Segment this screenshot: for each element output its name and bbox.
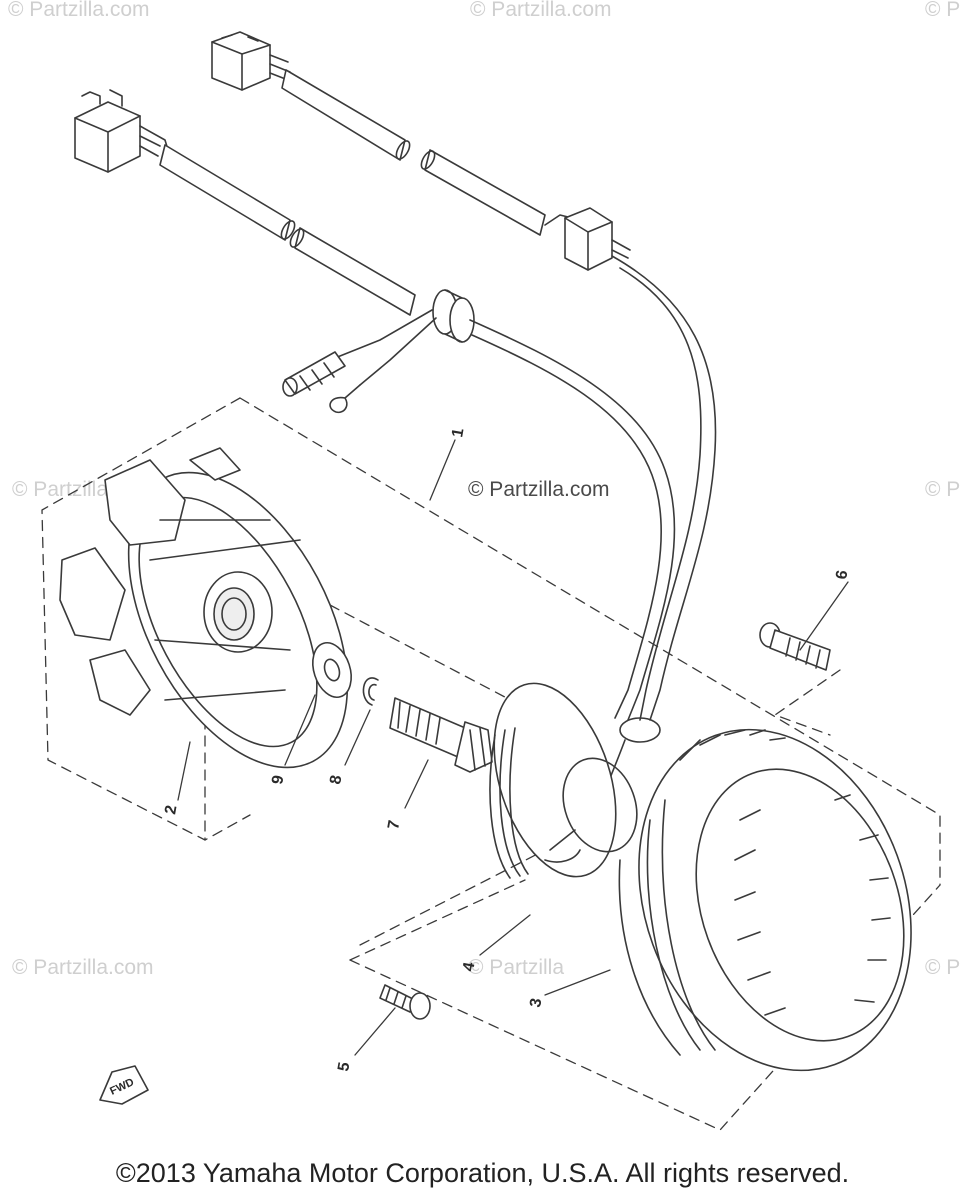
watermark-bottom-center: © Partzilla: [468, 956, 564, 979]
watermark-bottom-left: © Partzilla.com: [12, 956, 154, 979]
callout-6: 6: [833, 569, 851, 581]
callout-9: 9: [269, 774, 287, 786]
wire-harness: [74, 31, 717, 831]
watermark-top-right: © P: [925, 0, 961, 21]
watermark-mid-right: © P: [925, 478, 961, 501]
middle-connector: [544, 207, 631, 271]
leader-lines: [177, 439, 849, 1056]
callout-4: 4: [460, 961, 478, 973]
callout-3: 3: [527, 997, 545, 1009]
callout-2: 2: [162, 804, 180, 816]
washer: [312, 641, 352, 699]
upper-connector: [211, 31, 291, 91]
watermark-top-center: © Partzilla.com: [470, 0, 612, 21]
bullet-terminal: [282, 351, 346, 397]
flywheel-bolt: [389, 697, 493, 773]
callout-7: 7: [385, 819, 403, 831]
grommet: [432, 289, 475, 343]
callout-1: 1: [449, 427, 467, 439]
ring-terminal: [329, 384, 361, 414]
callout-8: 8: [327, 774, 345, 786]
watermark-mid-center: © Partzilla.com: [468, 478, 610, 501]
stator: [618, 728, 912, 1072]
lower-connector: [74, 89, 169, 173]
lock-washer: [362, 677, 379, 706]
small-screw: [379, 984, 431, 1020]
flywheel-rotor: [59, 447, 349, 769]
front-arrow-mark: [99, 1065, 149, 1105]
watermark-top-left: © Partzilla.com: [8, 0, 150, 21]
copyright-notice: ©2013 Yamaha Motor Corporation, U.S.A. A…: [115, 1158, 850, 1188]
callout-5: 5: [335, 1061, 353, 1073]
pickup-coil: [489, 682, 638, 879]
watermark-bottom-right: © P: [925, 956, 961, 979]
stator-bolt: [759, 622, 831, 671]
